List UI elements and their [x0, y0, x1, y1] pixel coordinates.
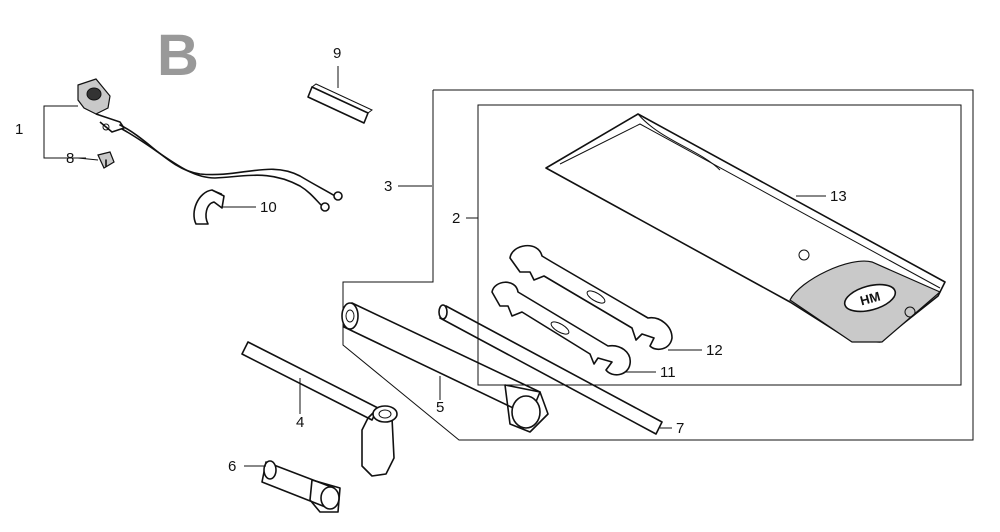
callout-2: 2: [452, 210, 461, 227]
part-12-wrench: [509, 244, 673, 351]
part-7-rod: [438, 304, 663, 435]
part-9-bar: [307, 83, 373, 124]
part-10-hook: [193, 189, 225, 225]
callout-8: 8: [66, 150, 75, 167]
part-4-socket-wrench: [241, 341, 398, 477]
callout-12: 12: [706, 342, 723, 359]
tool-roll-group-box: [477, 104, 962, 386]
part-13-tool-pouch: [545, 113, 946, 343]
section-letter: B: [157, 23, 199, 88]
callout-11: 11: [660, 364, 676, 381]
callout-6: 6: [228, 458, 237, 475]
callout-10: 10: [260, 199, 277, 216]
part-8-bolt: [97, 151, 115, 169]
callout-1: 1: [15, 121, 24, 138]
leader-1b: [43, 129, 86, 159]
callout-5: 5: [436, 399, 445, 416]
part-1-cable-lock: [77, 78, 343, 212]
leader-8: [77, 157, 99, 161]
leader-1: [43, 105, 78, 129]
callout-13: 13: [830, 188, 847, 205]
callout-9: 9: [333, 45, 342, 62]
part-5-box-wrench: [341, 302, 549, 433]
callout-4: 4: [296, 414, 305, 431]
part-11-wrench: [491, 281, 631, 376]
tool-kit-group-box: [342, 89, 974, 441]
part-6-plug-socket: [261, 460, 341, 513]
callout-7: 7: [676, 420, 685, 437]
pouch-label: HM: [858, 289, 881, 309]
callout-3: 3: [384, 178, 393, 195]
